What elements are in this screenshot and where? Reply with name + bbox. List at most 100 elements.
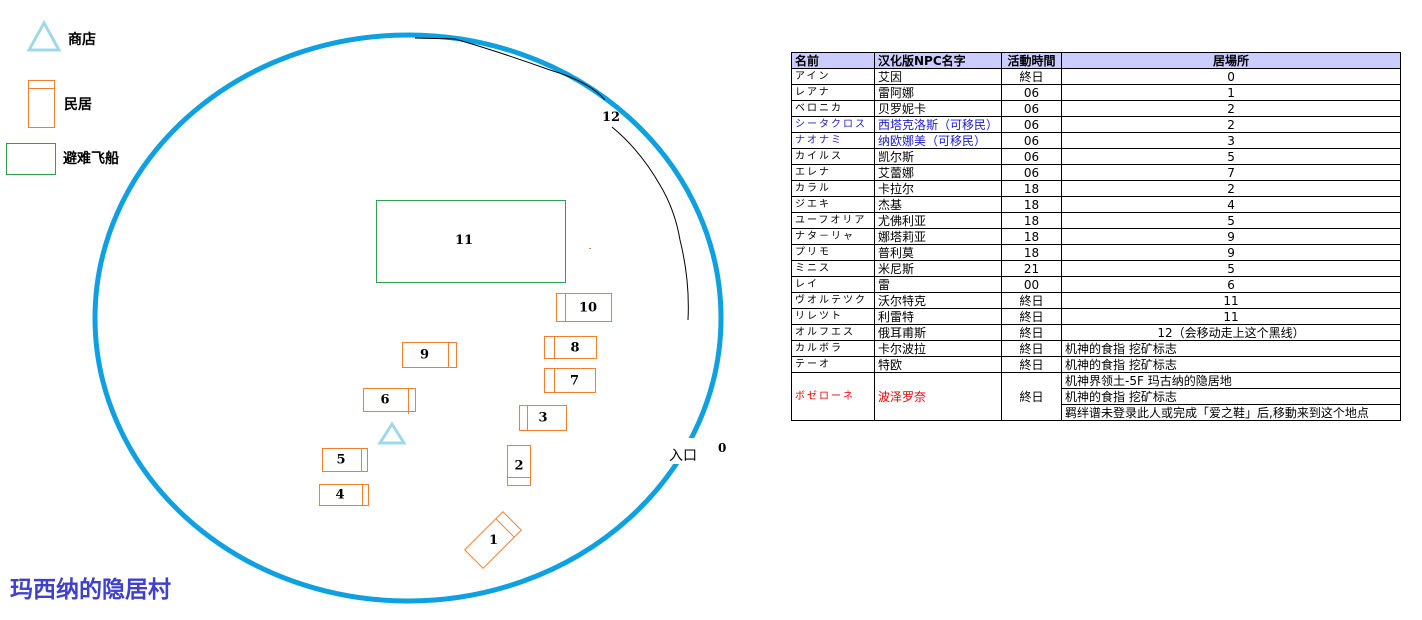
npc-time: 終日 [1001, 308, 1063, 325]
table-header-row: 名前 汉化版NPC名字 活動時間 居場所 [791, 52, 1402, 69]
npc-time: 18 [1001, 228, 1063, 245]
npc-location: 4 [1061, 196, 1402, 213]
npc-time: 終日 [1001, 356, 1063, 373]
entrance-label: 入口 [669, 448, 697, 464]
npc-time: 06 [1001, 164, 1063, 181]
npc-jp-name: カイルス [791, 148, 875, 165]
npc-location: 12（会移动走上这个黑线） [1061, 324, 1402, 341]
npc-jp-name: エレナ [791, 164, 875, 181]
npc-cn-name: 艾因 [873, 68, 1003, 85]
npc-location: 11 [1061, 308, 1402, 325]
house-5: 5 [322, 448, 368, 472]
npc-cn-name: 沃尔特克 [873, 292, 1003, 309]
npc-location: 9 [1061, 228, 1402, 245]
house-8: 8 [544, 336, 597, 359]
house-1 [464, 511, 522, 569]
entrance-number: 0 [718, 441, 727, 455]
npc-cn-name: 艾蕾娜 [873, 164, 1003, 181]
header-cn-name: 汉化版NPC名字 [873, 52, 1003, 69]
header-time: 活動時間 [1001, 52, 1063, 69]
npc-time: 終日 [1001, 292, 1063, 309]
house-3: 3 [519, 405, 567, 431]
npc-jp-name: ベロニカ [791, 100, 875, 117]
npc-location: 羁绊谱未登录此人或完成「爱之鞋」后,移動来到这个地点 [1061, 404, 1402, 421]
house-1-label: 1 [489, 533, 499, 548]
legend-shop-label: 商店 [68, 32, 96, 48]
house-6: 6 [363, 388, 416, 414]
npc-time: 06 [1001, 116, 1063, 133]
npc-cn-name: 纳欧娜美（可移民） [873, 132, 1003, 149]
npc-time: 終日 [1001, 340, 1063, 357]
npc-time: 06 [1001, 132, 1063, 149]
npc-jp-name: アイン [791, 68, 875, 85]
npc-jp-name: リレツト [791, 308, 875, 325]
house-7: 7 [544, 368, 596, 393]
npc-cn-name: 俄耳甫斯 [873, 324, 1003, 341]
npc-cn-name: 卡拉尔 [873, 180, 1003, 197]
shop-legend-icon [26, 19, 62, 52]
map-title: 玛西纳的隐居村 [10, 577, 171, 603]
npc-location: 5 [1061, 212, 1402, 229]
npc-location: 1 [1061, 84, 1402, 101]
npc-cn-name: 雷 [873, 276, 1003, 293]
npc-cn-name: 雷阿娜 [873, 84, 1003, 101]
npc-jp-name: ユーフオリア [791, 212, 875, 229]
house-9: 9 [402, 342, 457, 368]
npc-jp-name: プリモ [791, 244, 875, 261]
npc-cn-name: 西塔克洛斯（可移民） [873, 116, 1003, 133]
npc-jp-name: ミニス [791, 260, 875, 277]
npc-cn-name: 凯尔斯 [873, 148, 1003, 165]
npc-time: 終日 [1001, 68, 1063, 85]
npc-jp-name: ナオナミ [791, 132, 875, 149]
npc-cn-name: 卡尔波拉 [873, 340, 1003, 357]
npc-location: 6 [1061, 276, 1402, 293]
npc-time: 終日 [1001, 372, 1063, 421]
npc-cn-name: 尤佛利亚 [873, 212, 1003, 229]
legend-airship-label: 避难飞船 [63, 151, 119, 167]
npc-time: 18 [1001, 196, 1063, 213]
table-row: カルボラ卡尔波拉終日机神的食指 挖矿标志 [791, 340, 1402, 357]
map-graphics [6, 19, 724, 604]
npc-location: 9 [1061, 244, 1402, 261]
npc-location: 0 [1061, 68, 1402, 85]
house-2: 2 [507, 445, 531, 486]
airship-legend-icon [6, 143, 56, 175]
npc-jp-name: カラル [791, 180, 875, 197]
airship-number: 11 [455, 233, 474, 248]
npc-jp-name: ジエキ [791, 196, 875, 213]
npc-location: 3 [1061, 132, 1402, 149]
npc-cn-name: 杰基 [873, 196, 1003, 213]
house-4: 4 [319, 484, 369, 506]
npc-time: 18 [1001, 212, 1063, 229]
header-name: 名前 [791, 52, 875, 69]
table-row: テーオ特欧終日机神的食指 挖矿标志 [791, 356, 1402, 373]
npc-cn-name: 贝罗妮卡 [873, 100, 1003, 117]
table-row: ボゼローネ波泽罗奈終日机神界领土-5F 玛古纳的隐居地 [791, 372, 1402, 421]
npc-location: 2 [1061, 116, 1402, 133]
npc-time: 21 [1001, 260, 1063, 277]
npc-location: 机神的食指 挖矿标志 [1061, 340, 1402, 357]
npc-location: 11 [1061, 292, 1402, 309]
npc-jp-name: オルフエス [791, 324, 875, 341]
npc-location: 2 [1061, 180, 1402, 197]
npc-cn-name: 特欧 [873, 356, 1003, 373]
npc-jp-name: ヴオルテツク [791, 292, 875, 309]
airship-11 [376, 200, 566, 283]
npc-time: 18 [1001, 180, 1063, 197]
npc-cn-name: 波泽罗奈 [873, 372, 1003, 421]
npc-cn-name: 利雷特 [873, 308, 1003, 325]
